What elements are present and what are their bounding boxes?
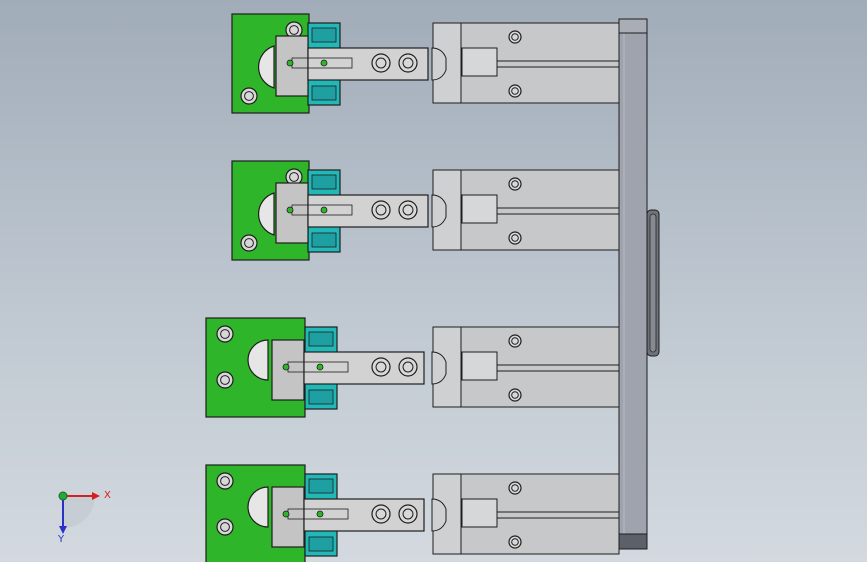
clamp-station-1: [231, 13, 620, 114]
cylinder-bolt-icon: [508, 334, 522, 348]
x-axis-label: X: [104, 490, 111, 501]
locating-bore: [247, 486, 269, 528]
cylinder-bolt-icon: [508, 481, 522, 495]
y-axis-arrow-icon: [59, 526, 67, 534]
arm-bolt-icon: [371, 504, 391, 524]
cylinder-bolt-icon: [508, 30, 522, 44]
cylinder-bolt-icon: [508, 535, 522, 549]
locating-bore: [258, 192, 275, 236]
mounting-plate: [618, 18, 648, 550]
arm-bolt-icon: [371, 357, 391, 377]
rod-clevis: [431, 194, 447, 228]
clamp-station-2: [231, 160, 620, 261]
origin-icon: [58, 491, 68, 501]
pivot-pin-icon: [320, 206, 328, 214]
pivot-pin-icon: [286, 59, 294, 67]
rod-clevis: [431, 351, 447, 385]
clamp-station-3: [205, 317, 620, 418]
plate-bolt-icon: [240, 87, 258, 105]
arm-bolt-icon: [398, 357, 418, 377]
pivot-pin-icon: [320, 59, 328, 67]
coordinate-triad: X Y: [57, 490, 111, 545]
arm-bolt-icon: [398, 200, 418, 220]
clamp-station-4: [205, 464, 620, 562]
arm-bolt-icon: [398, 504, 418, 524]
plate-bolt-icon: [216, 472, 234, 490]
x-axis-arrow-icon: [92, 492, 100, 500]
locating-bore: [247, 339, 269, 381]
cylinder-bolt-icon: [508, 231, 522, 245]
plate-bolt-icon: [240, 234, 258, 252]
rotary-flange: [646, 209, 660, 357]
cylinder-slot: [461, 194, 498, 224]
cylinder-bolt-icon: [508, 388, 522, 402]
cylinder-slot: [461, 498, 498, 528]
pivot-pin-icon: [316, 510, 324, 518]
pivot-pin-icon: [316, 363, 324, 371]
locating-bore: [258, 45, 275, 89]
pivot-pin-icon: [282, 510, 290, 518]
pivot-pin-icon: [286, 206, 294, 214]
clamp-pivot-block: [275, 35, 309, 97]
plate-bolt-icon: [216, 325, 234, 343]
rod-clevis: [431, 47, 447, 81]
cylinder-bolt-icon: [508, 177, 522, 191]
cylinder-slot: [461, 47, 498, 77]
pivot-pin-icon: [282, 363, 290, 371]
arm-bolt-icon: [371, 200, 391, 220]
clamp-stations: [205, 13, 620, 562]
cylinder-slot: [461, 351, 498, 381]
cylinder-bolt-icon: [508, 84, 522, 98]
plate-bolt-icon: [216, 518, 234, 536]
rod-clevis: [431, 498, 447, 532]
plate-bolt-icon: [216, 371, 234, 389]
arm-bolt-icon: [398, 53, 418, 73]
clamp-pivot-block: [271, 339, 305, 401]
arm-bolt-icon: [371, 53, 391, 73]
y-axis-label: Y: [57, 534, 65, 545]
